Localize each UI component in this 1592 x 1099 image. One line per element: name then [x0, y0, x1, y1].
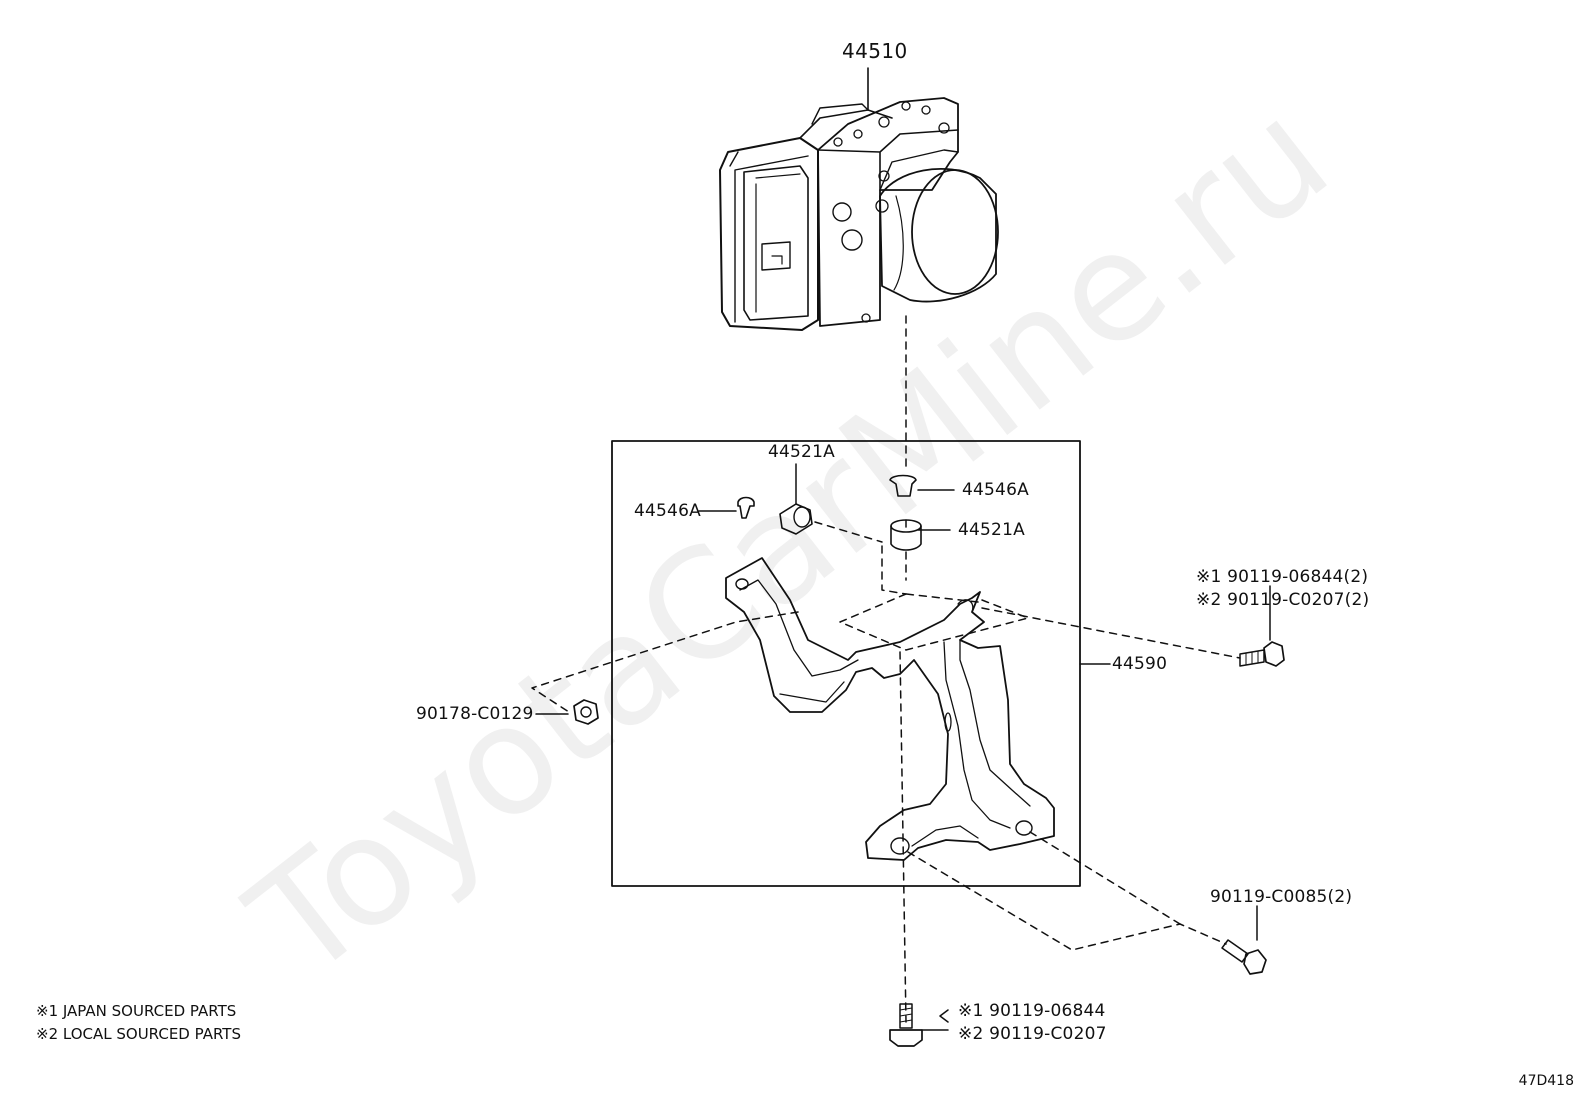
callout-bolt-lower-right: 90119-C0085(2) [1210, 887, 1353, 907]
callout-bolt-bottom-2: ※2 90119-C0207 [958, 1024, 1107, 1044]
bolt-bottom-illustration [889, 1003, 923, 1047]
alignment-lines [531, 315, 1241, 1023]
callout-bolt-right-2: ※2 90119-C0207(2) [1196, 590, 1370, 610]
cushion-right-illustration [890, 519, 922, 551]
collar-right-illustration [889, 474, 917, 497]
callout-nut: 90178-C0129 [416, 704, 534, 724]
callout-bolt-bottom-1: ※1 90119-06844 [958, 1001, 1106, 1021]
callout-bolt-right-1: ※1 90119-06844(2) [1196, 567, 1369, 587]
source-notes: ※1 JAPAN SOURCED PARTS ※2 LOCAL SOURCED … [36, 1000, 241, 1046]
bolt-right-illustration [1239, 641, 1285, 667]
cushion-left-illustration [779, 503, 813, 535]
figure-code: 47D418 [1518, 1073, 1574, 1089]
note-local-sourced: ※2 LOCAL SOURCED PARTS [36, 1025, 241, 1043]
abs-actuator-illustration [719, 67, 999, 331]
note-japan-sourced: ※1 JAPAN SOURCED PARTS [36, 1002, 237, 1020]
bracket-illustration [725, 557, 1055, 861]
callout-collar-left: 44546A [634, 501, 701, 521]
collar-left-illustration [737, 496, 755, 519]
callout-actuator: 44510 [842, 39, 908, 63]
bolt-lower-right-illustration [1221, 939, 1267, 975]
nut-illustration [573, 699, 599, 725]
callout-cushion-top-left: 44521A [768, 442, 835, 462]
leader-lines [535, 463, 1271, 1031]
callout-bracket: 44590 [1112, 654, 1168, 674]
callout-collar-right: 44546A [962, 480, 1029, 500]
callout-cushion-right: 44521A [958, 520, 1025, 540]
